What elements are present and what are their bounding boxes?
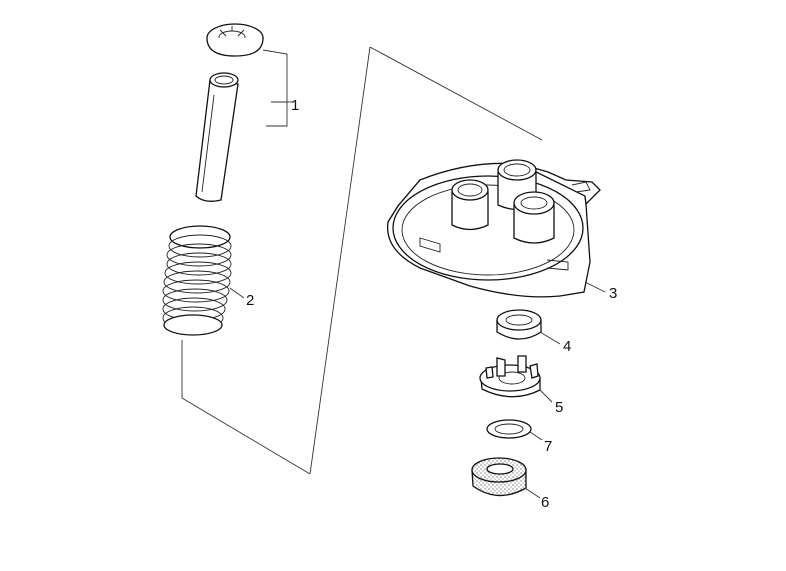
callout-5-leader — [539, 389, 553, 403]
callout-2-leader — [229, 287, 245, 299]
part-7-ring — [486, 419, 532, 439]
callout-6-leader — [524, 487, 541, 499]
callout-2: 2 — [246, 292, 254, 309]
callout-1-leader — [262, 49, 294, 127]
callout-6: 6 — [541, 494, 549, 511]
part-1-pin — [195, 72, 239, 202]
part-2-spring — [162, 225, 232, 336]
part-6-seal — [471, 457, 527, 497]
callout-4: 4 — [563, 338, 571, 355]
callout-1: 1 — [291, 97, 299, 114]
part-4-bushing — [496, 309, 542, 340]
callout-7: 7 — [544, 438, 552, 455]
part-1-retaining-washer — [206, 23, 264, 57]
part-3-housing — [386, 162, 601, 298]
callout-5: 5 — [555, 399, 563, 416]
housing-port-left — [451, 179, 489, 231]
callout-3-leader — [584, 281, 606, 293]
assembly-boundary-lines — [181, 46, 543, 475]
callout-7-leader — [529, 431, 543, 441]
callout-4-leader — [539, 331, 561, 345]
housing-port-right — [513, 191, 555, 244]
callout-3: 3 — [609, 285, 617, 302]
part-5-collar — [479, 355, 541, 398]
